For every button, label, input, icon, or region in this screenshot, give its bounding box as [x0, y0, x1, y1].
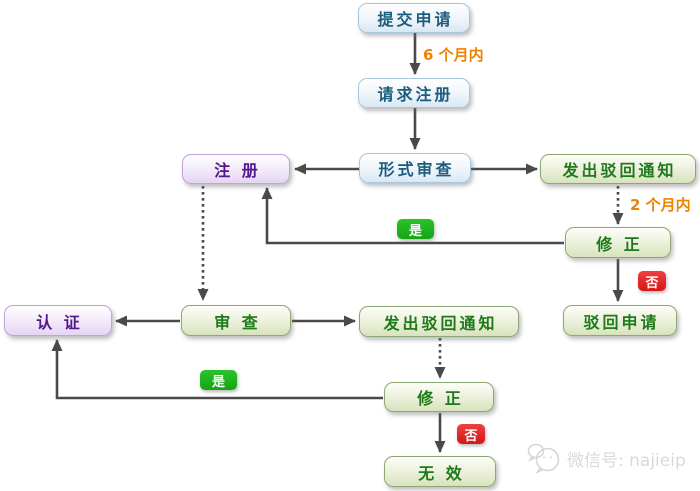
- watermark: 微信号: najieip: [527, 442, 686, 474]
- wechat-icon: [527, 443, 560, 474]
- node-reject-application: 驳回申请: [563, 305, 677, 336]
- node-correction-2: 修 正: [384, 382, 494, 412]
- edge-correction1-yes-to-registration: [261, 187, 564, 245]
- node-rejection-notice-1: 发出驳回通知: [540, 154, 696, 184]
- node-registration: 注 册: [182, 154, 290, 184]
- label-within-6-months: 6 个月内: [423, 46, 484, 64]
- node-request-registration: 请求注册: [358, 78, 470, 108]
- edge-correction2-yes-to-certification: [51, 339, 383, 400]
- label-within-2-months: 2 个月内: [630, 196, 691, 214]
- node-formal-examination: 形式审查: [359, 153, 471, 183]
- badge-no-1: 否: [638, 271, 666, 291]
- badge-no-2: 否: [457, 424, 485, 444]
- node-rejection-notice-2: 发出驳回通知: [359, 306, 519, 337]
- node-certification: 认 证: [4, 305, 112, 336]
- node-correction-1: 修 正: [565, 227, 671, 258]
- badge-yes-1: 是: [397, 219, 434, 239]
- node-submit-application: 提交申请: [358, 3, 470, 33]
- watermark-text: 微信号: najieip: [567, 450, 686, 471]
- node-examination: 审 查: [181, 305, 291, 336]
- badge-yes-2: 是: [200, 370, 237, 390]
- node-invalid: 无 效: [384, 456, 496, 487]
